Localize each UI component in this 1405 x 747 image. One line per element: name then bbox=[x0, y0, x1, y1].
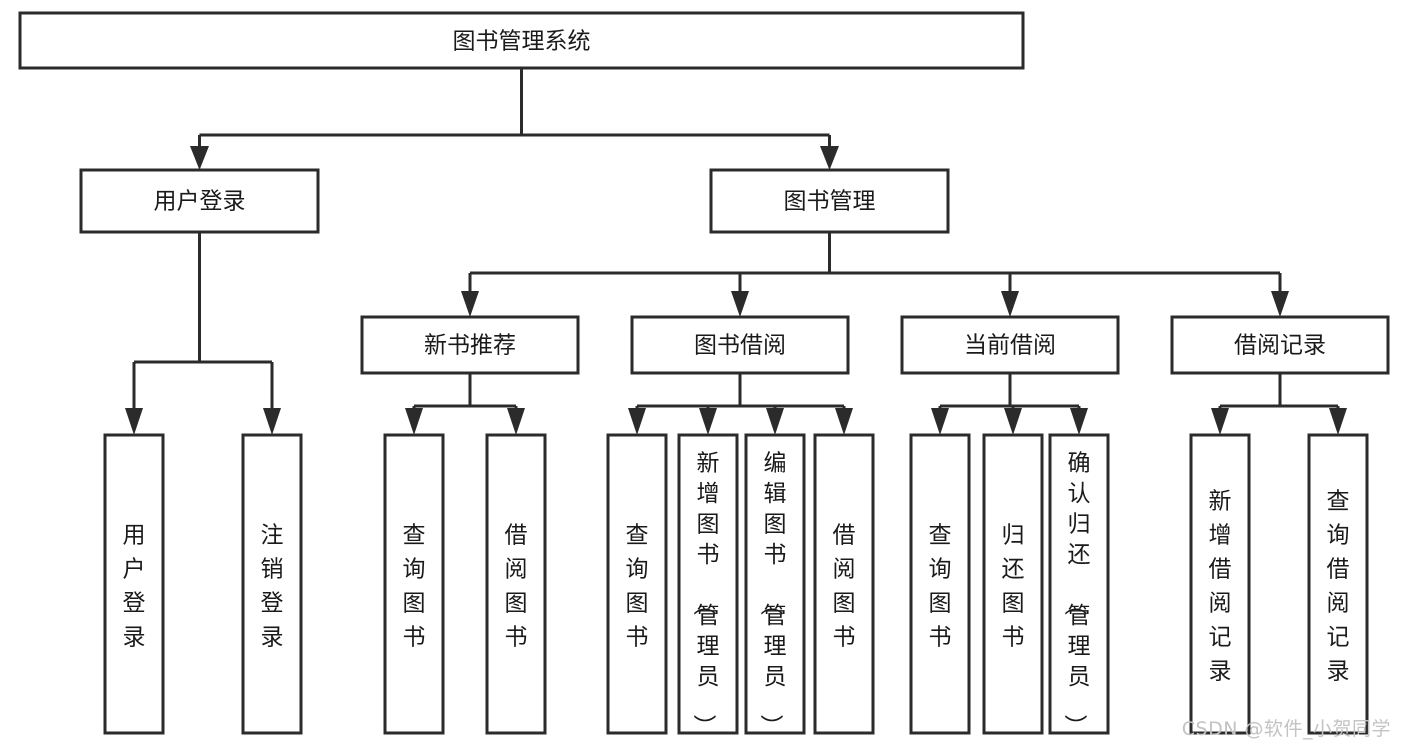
node-leaf-confirm-return[interactable]: 确认归还（管理员） bbox=[1048, 433, 1110, 738]
arrowhead-borrow-record bbox=[1271, 291, 1289, 317]
arrowhead-leaf-edit-book bbox=[766, 408, 784, 435]
node-leaf-add-book[interactable]: 新增图书（管理员） bbox=[677, 433, 739, 738]
node-borrow-record-box[interactable] bbox=[1170, 315, 1390, 375]
node-leaf-add-record[interactable]: 新增借阅记录 bbox=[1189, 433, 1251, 735]
arrowhead-book-manage bbox=[820, 146, 839, 170]
arrowhead-leaf-add-record bbox=[1211, 408, 1229, 435]
node-leaf-user-login-label: 用户登录 bbox=[123, 523, 146, 651]
node-leaf-return-book-box[interactable] bbox=[982, 433, 1044, 735]
node-leaf-add-record-label: 新增借阅记录 bbox=[1209, 489, 1232, 685]
node-leaf-logout[interactable]: 注销登录 bbox=[241, 433, 303, 735]
arrowhead-leaf-query-book-1 bbox=[405, 408, 423, 435]
node-root-label: 图书管理系统 bbox=[453, 29, 591, 55]
arrowhead-user-login bbox=[190, 146, 209, 170]
node-leaf-confirm-return-label: 确认归还（管理员） bbox=[1062, 451, 1091, 738]
node-book-manage-label: 图书管理 bbox=[784, 189, 876, 215]
node-root[interactable]: 图书管理系统 bbox=[18, 11, 1025, 70]
node-leaf-add-book-box[interactable] bbox=[677, 433, 739, 735]
arrowhead-leaf-query-book-2 bbox=[628, 408, 646, 435]
node-leaf-query-record-box[interactable] bbox=[1307, 433, 1369, 735]
node-leaf-query-book-3[interactable]: 查询图书 bbox=[909, 433, 971, 735]
node-leaf-query-book-2[interactable]: 查询图书 bbox=[606, 433, 668, 735]
node-new-book-recommend-label: 新书推荐 bbox=[424, 333, 516, 359]
node-leaf-logout-box[interactable] bbox=[241, 433, 303, 735]
node-current-borrow-box[interactable] bbox=[900, 315, 1120, 375]
arrowhead-leaf-borrow-book-2 bbox=[835, 408, 853, 435]
node-book-borrow-box[interactable] bbox=[630, 315, 850, 375]
arrowhead-book-borrow bbox=[731, 291, 749, 317]
node-current-borrow[interactable]: 当前借阅 bbox=[900, 315, 1120, 375]
node-leaf-query-book-1-label: 查询图书 bbox=[403, 523, 426, 651]
node-leaf-add-book-label: 新增图书（管理员） bbox=[691, 451, 720, 738]
node-leaf-query-book-3-label: 查询图书 bbox=[929, 523, 952, 651]
arrowhead-leaf-add-book bbox=[699, 408, 717, 435]
node-leaf-borrow-book-2-box[interactable] bbox=[813, 433, 875, 735]
node-leaf-borrow-book-2-label: 借阅图书 bbox=[833, 523, 856, 651]
node-leaf-query-record-label: 查询借阅记录 bbox=[1327, 489, 1350, 685]
arrowhead-leaf-user-login bbox=[125, 408, 143, 435]
node-leaf-query-book-2-box[interactable] bbox=[606, 433, 668, 735]
node-current-borrow-label: 当前借阅 bbox=[964, 333, 1056, 359]
arrowhead-leaf-logout bbox=[263, 408, 281, 435]
node-leaf-query-book-1-box[interactable] bbox=[383, 433, 445, 735]
node-leaf-edit-book-label: 编辑图书（管理员） bbox=[758, 451, 787, 738]
node-leaf-user-login-box[interactable] bbox=[103, 433, 165, 735]
node-leaf-borrow-book-1-label: 借阅图书 bbox=[505, 523, 528, 651]
arrowhead-leaf-borrow-book-1 bbox=[507, 408, 525, 435]
arrowhead-new-book-recommend bbox=[461, 291, 479, 317]
node-leaf-borrow-book-1[interactable]: 借阅图书 bbox=[485, 433, 547, 735]
node-book-borrow-label: 图书借阅 bbox=[694, 333, 786, 359]
arrowhead-leaf-query-book-3 bbox=[931, 408, 949, 435]
node-leaf-borrow-book-1-box[interactable] bbox=[485, 433, 547, 735]
csdn-watermark: CSDN @软件_小贺同学 bbox=[1181, 718, 1391, 740]
node-leaf-edit-book[interactable]: 编辑图书（管理员） bbox=[744, 433, 806, 738]
node-user-login-box[interactable] bbox=[79, 168, 320, 234]
arrowhead-leaf-return-book bbox=[1004, 408, 1022, 435]
connectors-group bbox=[125, 68, 1347, 435]
arrowhead-leaf-query-record bbox=[1329, 408, 1347, 435]
node-leaf-query-book-3-box[interactable] bbox=[909, 433, 971, 735]
node-new-book-recommend-box[interactable] bbox=[360, 315, 580, 375]
node-book-borrow[interactable]: 图书借阅 bbox=[630, 315, 850, 375]
node-root-box[interactable] bbox=[18, 11, 1025, 70]
node-leaf-query-book-2-label: 查询图书 bbox=[626, 523, 649, 651]
node-leaf-add-record-box[interactable] bbox=[1189, 433, 1251, 735]
node-user-login-label: 用户登录 bbox=[154, 189, 246, 215]
node-borrow-record-label: 借阅记录 bbox=[1234, 333, 1326, 359]
node-leaf-logout-label: 注销登录 bbox=[261, 523, 284, 651]
node-leaf-user-login[interactable]: 用户登录 bbox=[103, 433, 165, 735]
arrowhead-current-borrow bbox=[1001, 291, 1019, 317]
node-user-login[interactable]: 用户登录 bbox=[79, 168, 320, 234]
node-leaf-query-book-1[interactable]: 查询图书 bbox=[383, 433, 445, 735]
node-leaf-query-record[interactable]: 查询借阅记录 bbox=[1307, 433, 1369, 735]
node-leaf-return-book[interactable]: 归还图书 bbox=[982, 433, 1044, 735]
node-leaf-confirm-return-box[interactable] bbox=[1048, 433, 1110, 735]
node-book-manage-box[interactable] bbox=[709, 168, 950, 234]
node-new-book-recommend[interactable]: 新书推荐 bbox=[360, 315, 580, 375]
node-leaf-borrow-book-2[interactable]: 借阅图书 bbox=[813, 433, 875, 735]
node-leaf-edit-book-box[interactable] bbox=[744, 433, 806, 735]
node-leaf-return-book-label: 归还图书 bbox=[1002, 523, 1025, 651]
node-borrow-record[interactable]: 借阅记录 bbox=[1170, 315, 1390, 375]
arrowhead-leaf-confirm-return bbox=[1070, 408, 1088, 435]
node-book-manage[interactable]: 图书管理 bbox=[709, 168, 950, 234]
